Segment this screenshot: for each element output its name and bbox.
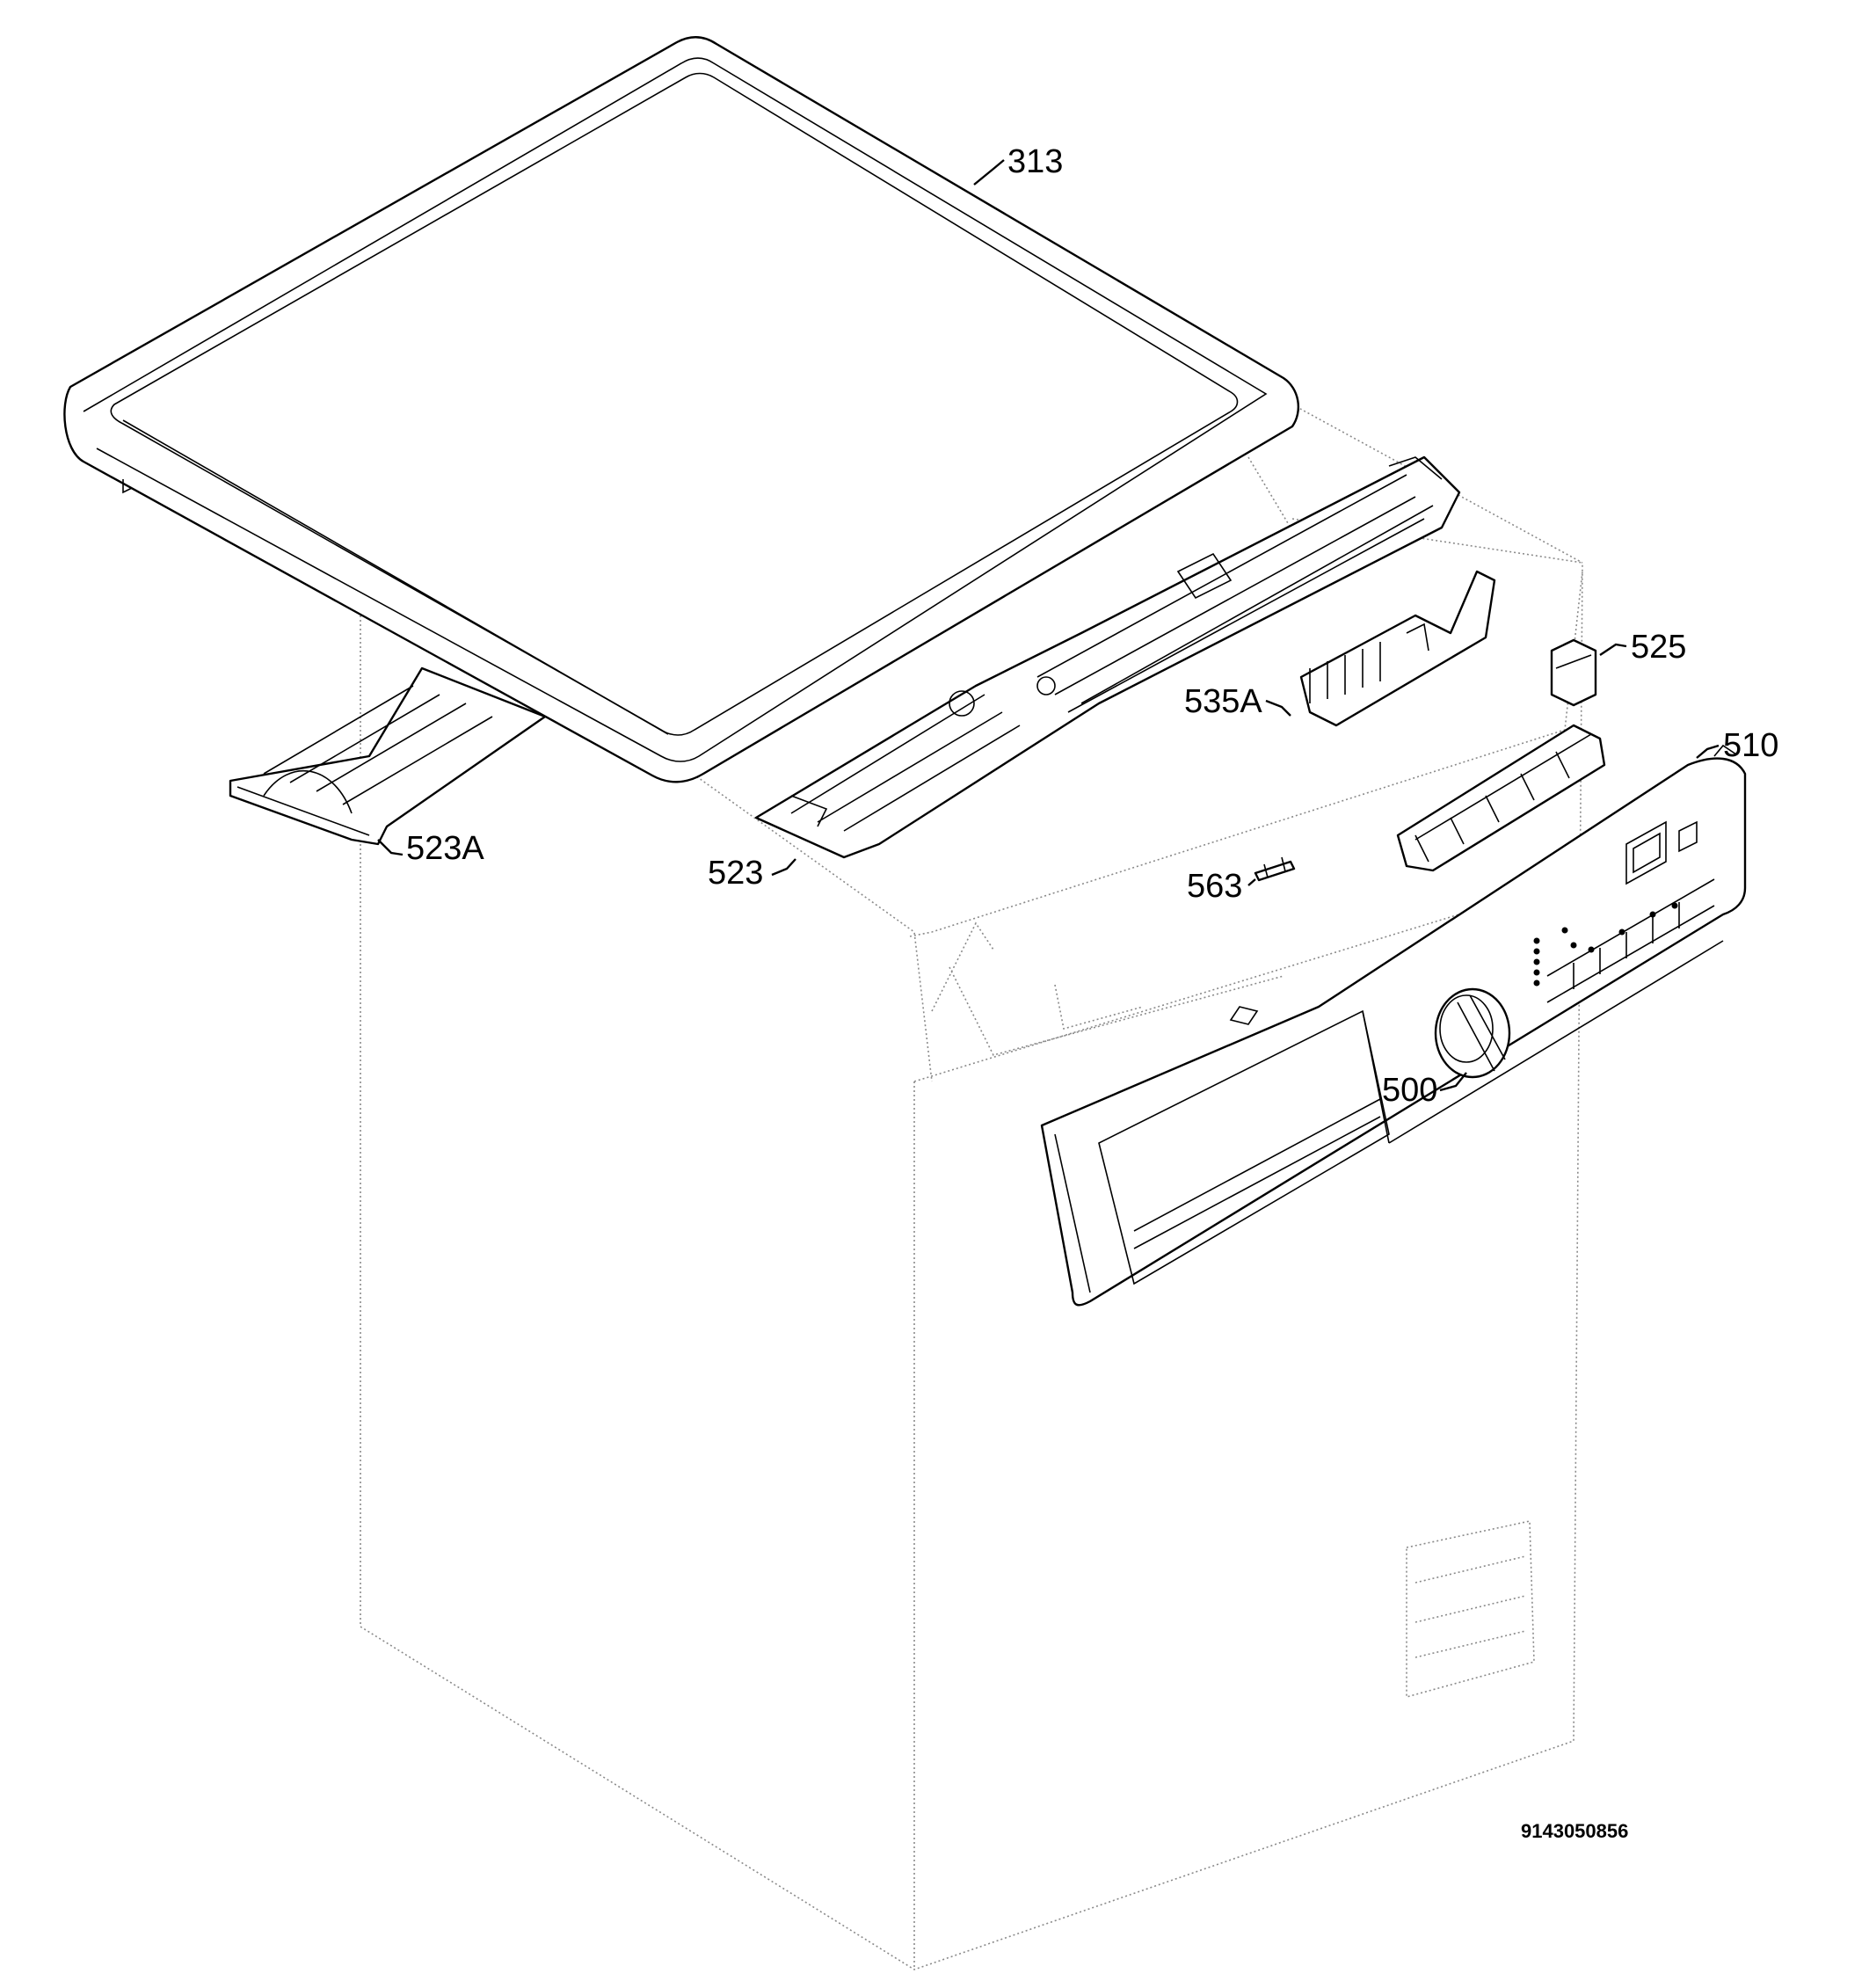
label-535a: 535A — [1184, 683, 1262, 720]
control-panel-510 — [1040, 744, 1747, 1307]
button-bracket-535a — [1299, 570, 1496, 727]
drawing-number: 9143050856 — [1521, 1820, 1628, 1842]
label-500: 500 — [1382, 1072, 1437, 1109]
worktop-lid-313 — [63, 36, 1299, 783]
label-525: 525 — [1631, 629, 1686, 666]
label-563: 563 — [1187, 868, 1242, 905]
leader-lines — [377, 159, 1720, 1092]
label-523a: 523A — [406, 830, 484, 867]
pcb-module-525 — [1396, 638, 1606, 872]
pin-563 — [1254, 856, 1296, 882]
rail-523a — [229, 666, 547, 846]
rail-523 — [754, 455, 1461, 859]
label-523: 523 — [708, 855, 763, 892]
callout-labels: 313 525 535A 510 523A 523 563 500 914305… — [406, 143, 1778, 1842]
label-510: 510 — [1723, 727, 1778, 764]
label-313: 313 — [1007, 143, 1063, 180]
